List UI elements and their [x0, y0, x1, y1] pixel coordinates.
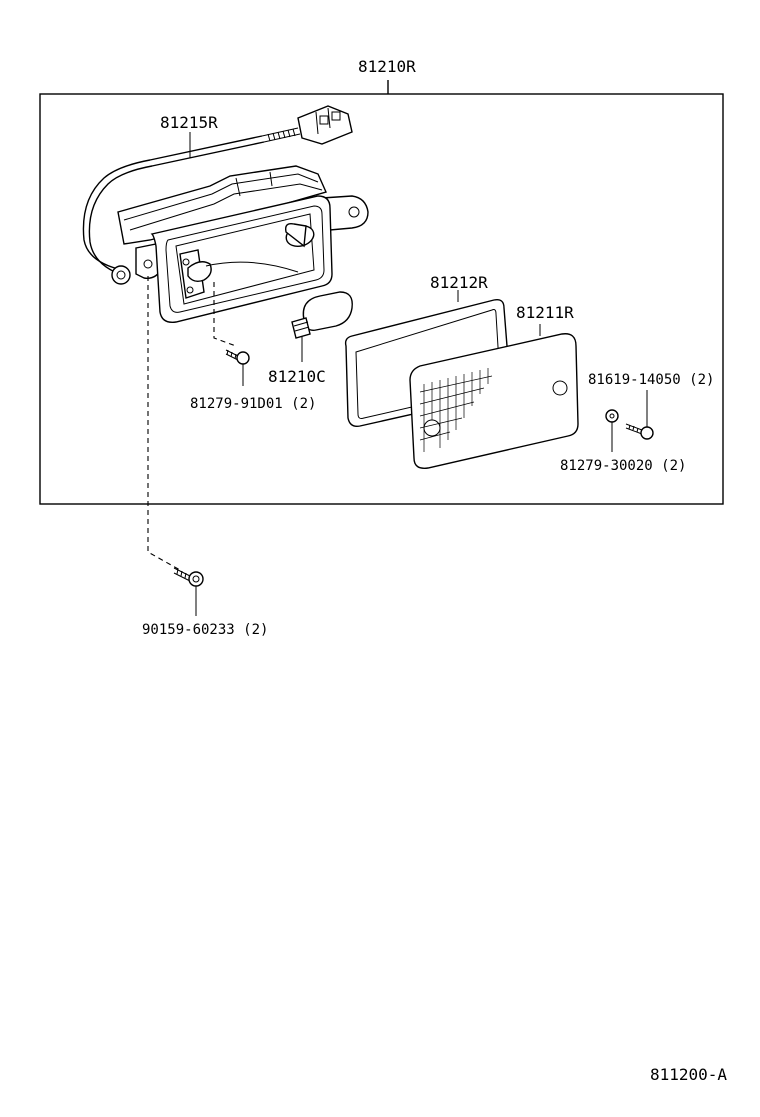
lamp-housing: [117, 165, 369, 347]
housing-socket: [284, 222, 315, 248]
diagram-id: 811200-A: [650, 1065, 727, 1084]
label-washer: 81279-30020 (2): [560, 458, 686, 474]
label-assembly: 81210R: [358, 57, 416, 76]
lens-screw: [625, 390, 654, 440]
label-wire: 81215R: [160, 113, 218, 132]
assembly-frame: [39, 80, 724, 505]
label-bulb: 81210C: [268, 367, 326, 386]
wire-harness: [82, 105, 353, 285]
bulb: [291, 291, 353, 362]
label-lens: 81211R: [516, 303, 574, 322]
label-gasket: 81212R: [430, 273, 488, 292]
label-screw-lens: 81619-14050 (2): [588, 372, 714, 388]
small-screw: [225, 349, 250, 386]
wire-grommet: [261, 127, 301, 143]
lens: [409, 324, 579, 469]
lens-pattern: [419, 368, 493, 452]
bolt-leader: [147, 276, 181, 571]
washer: [605, 409, 619, 452]
bolt: [173, 567, 204, 616]
terminal-plate: [179, 249, 299, 299]
label-bolt: 90159-60233 (2): [142, 622, 268, 638]
label-screw-small: 81279-91D01 (2): [190, 396, 316, 412]
connector-plug: [297, 105, 353, 145]
wire-clip: [111, 265, 131, 285]
